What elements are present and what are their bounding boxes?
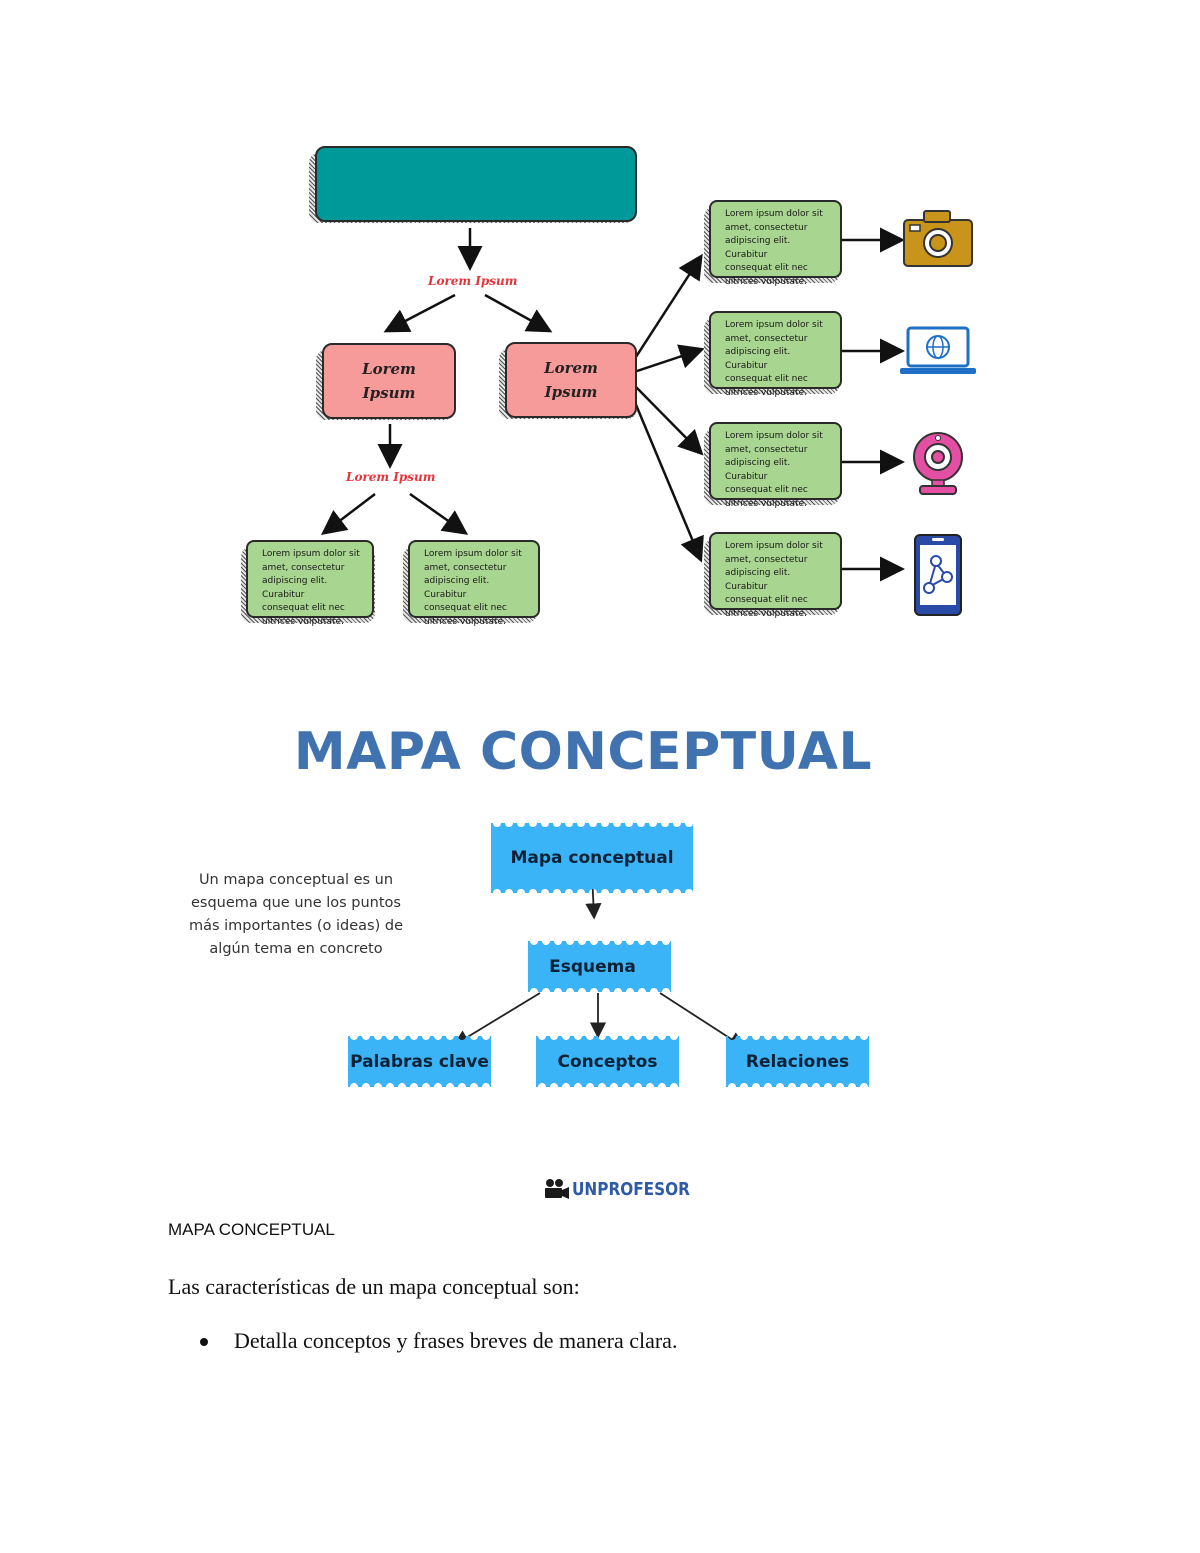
detail-line: ultrices vulputate.: [725, 276, 807, 287]
film-camera-icon: [545, 1179, 569, 1199]
detail-line: ultrices vulputate.: [725, 498, 807, 509]
detail-line: consequat elit nec: [424, 603, 507, 613]
detail-box: Lorem ipsum dolor sit amet, consectetur …: [709, 422, 842, 509]
detail-line: Lorem ipsum dolor sit: [725, 209, 823, 219]
node-conceptos: Conceptos: [536, 1036, 679, 1087]
node-label: Mapa conceptual: [510, 848, 674, 868]
detail-line: adipiscing elit. Curabitur: [725, 458, 791, 482]
detail-box: Lorem ipsum dolor sit amet, consectetur …: [246, 540, 374, 627]
node-mapa-conceptual: Mapa conceptual: [491, 823, 693, 893]
subtopic-line: Ipsum: [544, 383, 598, 401]
webcam-icon: [913, 432, 963, 495]
description-line: algún tema en concreto: [209, 941, 383, 957]
detail-line: adipiscing elit. Curabitur: [424, 576, 490, 600]
detail-line: Lorem ipsum dolor sit: [424, 549, 522, 559]
detail-line: adipiscing elit. Curabitur: [725, 568, 791, 592]
subtopic-line: Lorem: [362, 360, 416, 378]
node-label: Palabras clave: [350, 1051, 489, 1072]
detail-line: Lorem ipsum dolor sit: [725, 541, 823, 551]
bullet-dot: [200, 1338, 208, 1346]
detail-line: Lorem ipsum dolor sit: [725, 431, 823, 441]
detail-line: consequat elit nec: [725, 263, 808, 273]
detail-box: Lorem ipsum dolor sit amet, consectetur …: [709, 311, 842, 398]
camera-icon: [903, 210, 973, 267]
bullet-item: Detalla conceptos y frases breves de man…: [200, 1328, 677, 1354]
logo-text: UNPROFESOR: [572, 1178, 690, 1200]
detail-line: amet, consectetur: [725, 222, 808, 233]
smartphone-share-icon: [914, 534, 962, 616]
unprofesor-logo: UNPROFESOR: [544, 1178, 711, 1200]
detail-line: consequat elit nec: [725, 595, 808, 605]
node-label: Conceptos: [557, 1051, 658, 1072]
detail-line: amet, consectetur: [262, 562, 345, 573]
detail-line: ultrices vulputate.: [725, 387, 807, 398]
detail-box: Lorem ipsum dolor sit amet, consectetur …: [709, 532, 842, 619]
detail-line: amet, consectetur: [725, 444, 808, 455]
detail-line: Lorem ipsum dolor sit: [262, 549, 360, 559]
description-line: Un mapa conceptual es un: [198, 872, 394, 888]
subtopic-line: Lorem: [544, 359, 598, 377]
detail-line: consequat elit nec: [725, 485, 808, 495]
main-topic-box: [315, 146, 637, 222]
node-esquema: Esquema: [528, 941, 671, 992]
subtopic-box-right: Lorem Ipsum: [505, 342, 637, 418]
detail-line: amet, consectetur: [725, 333, 808, 344]
subtopic-box-left: Lorem Ipsum: [322, 343, 456, 419]
detail-line: consequat elit nec: [725, 374, 808, 384]
detail-line: Lorem ipsum dolor sit: [725, 320, 823, 330]
detail-box: Lorem ipsum dolor sit amet, consectetur …: [408, 540, 540, 627]
diagram-title: MAPA CONCEPTUAL: [293, 722, 873, 782]
detail-line: adipiscing elit. Curabitur: [262, 576, 328, 600]
detail-line: ultrices vulputate.: [424, 616, 506, 627]
section-heading: MAPA CONCEPTUAL: [168, 1220, 335, 1239]
detail-line: amet, consectetur: [424, 562, 507, 573]
connector-label: Lorem Ipsum: [346, 470, 436, 484]
detail-line: consequat elit nec: [262, 603, 345, 613]
node-label: Relaciones: [745, 1051, 850, 1072]
node-label: Esquema: [549, 956, 636, 977]
upper-connectors: [321, 227, 905, 582]
connector-label: Lorem Ipsum: [428, 274, 518, 288]
intro-paragraph: Las características de un mapa conceptua…: [168, 1274, 580, 1299]
description-text: Un mapa conceptual es un esquema que une…: [176, 869, 416, 961]
description-line: esquema que une los puntos: [190, 895, 401, 911]
laptop-globe-icon: [900, 326, 976, 374]
subtopic-line: Ipsum: [362, 384, 416, 402]
detail-line: ultrices vulputate.: [725, 608, 807, 619]
node-relaciones: Relaciones: [726, 1036, 869, 1087]
detail-line: adipiscing elit. Curabitur: [725, 236, 791, 260]
detail-line: ultrices vulputate.: [262, 616, 344, 627]
node-palabras-clave: Palabras clave: [348, 1036, 491, 1087]
detail-line: amet, consectetur: [725, 554, 808, 565]
description-line: más importantes (o ideas) de: [188, 918, 404, 934]
detail-box: Lorem ipsum dolor sit amet, consectetur …: [709, 200, 842, 287]
bullet-text: Detalla conceptos y frases breves de man…: [234, 1328, 678, 1353]
detail-line: adipiscing elit. Curabitur: [725, 347, 791, 371]
